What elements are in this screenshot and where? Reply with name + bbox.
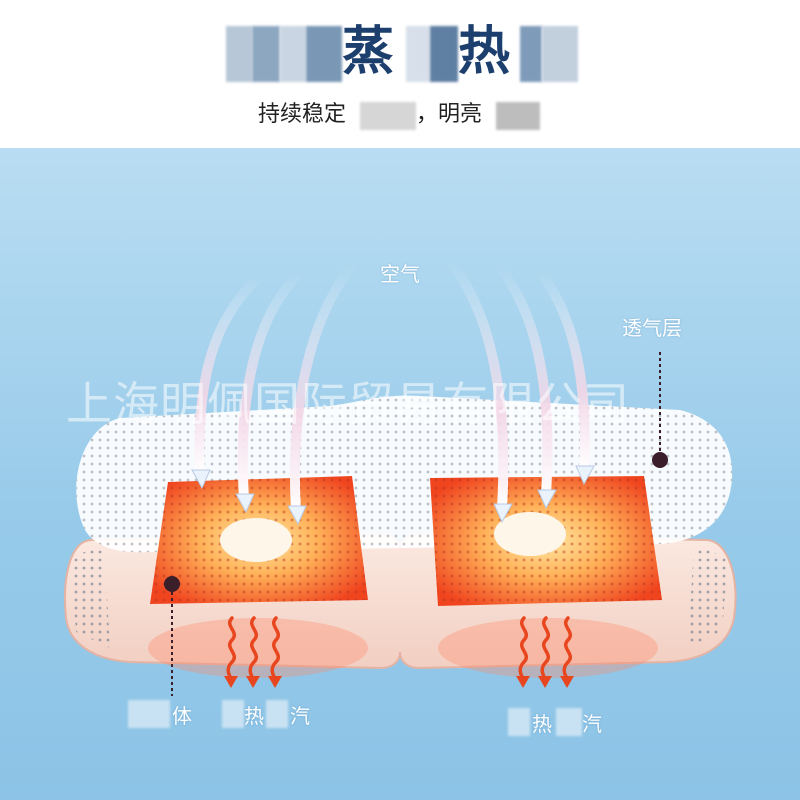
mosaic-block bbox=[128, 700, 170, 728]
subtitle-text-2: ，明亮 bbox=[416, 102, 483, 127]
heat-wave-arrows-right bbox=[516, 616, 574, 688]
mosaic-block bbox=[226, 26, 252, 82]
mosaic-block bbox=[252, 26, 280, 82]
header: 蒸 热 持续稳定 ，明亮 bbox=[0, 0, 800, 148]
mosaic-block bbox=[306, 26, 342, 82]
title-char-2: 热 bbox=[458, 22, 511, 82]
mosaic-block bbox=[266, 700, 288, 728]
leader-line-body bbox=[164, 576, 180, 696]
subtitle-text-1: 持续稳定 bbox=[258, 102, 347, 127]
mosaic-block bbox=[360, 102, 416, 130]
mosaic-block bbox=[520, 26, 542, 82]
mosaic-block bbox=[222, 700, 244, 728]
diagram-scene: 上海明佩国际贸易有限公司 空气 透气层 体 热 汽 热 汽 bbox=[0, 148, 800, 800]
mosaic-block bbox=[508, 708, 530, 736]
title-char-1: 蒸 bbox=[342, 22, 395, 82]
mosaic-block bbox=[496, 102, 540, 130]
bottom-left-label-2: 热 bbox=[244, 704, 264, 728]
heat-pad-left bbox=[150, 476, 368, 604]
watermark: 上海明佩国际贸易有限公司 bbox=[66, 377, 630, 431]
mosaic-block bbox=[556, 708, 582, 736]
mosaic-block bbox=[406, 26, 430, 82]
mosaic-block bbox=[542, 26, 578, 82]
bottom-left-label-1: 体 bbox=[172, 704, 192, 728]
bottom-right-label-2: 汽 bbox=[582, 712, 602, 736]
heat-wave-arrows-left bbox=[224, 616, 282, 688]
heat-pad-right bbox=[430, 476, 662, 606]
mosaic-block bbox=[280, 26, 306, 82]
title-row: 蒸 热 bbox=[0, 14, 800, 84]
bottom-left-label-3: 汽 bbox=[290, 704, 310, 728]
air-arrows-right bbox=[447, 259, 595, 524]
breathable-layer-label: 透气层 bbox=[622, 316, 682, 340]
air-label: 空气 bbox=[380, 262, 420, 286]
heat-patch-illustration bbox=[64, 259, 737, 696]
mosaic-block bbox=[430, 26, 458, 82]
subtitle-row: 持续稳定 ，明亮 bbox=[0, 96, 800, 136]
bottom-right-label-1: 热 bbox=[532, 712, 552, 736]
air-arrows-left bbox=[191, 261, 357, 526]
leader-line-breathable bbox=[652, 352, 668, 468]
